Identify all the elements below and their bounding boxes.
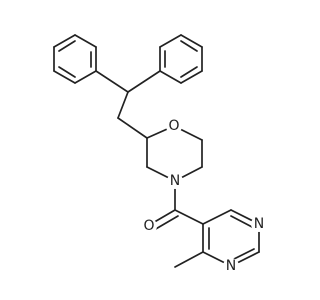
bond <box>180 34 203 48</box>
atom-nitrogen-pyrimidine-2: N <box>223 258 239 274</box>
atom-nitrogen-pyrimidine-1: N <box>251 216 267 232</box>
atom-label: O <box>168 118 179 134</box>
bond <box>74 70 97 84</box>
atom-oxygen-ring: O <box>166 118 182 134</box>
bond <box>159 34 182 48</box>
atom-label: O <box>143 218 154 234</box>
aromatic-inner-bond <box>180 66 198 78</box>
atom-labels: O N O N N <box>141 118 267 274</box>
carbonyl-double-bond <box>153 215 179 231</box>
atom-nitrogen-ring: N <box>167 173 183 189</box>
bond <box>74 34 97 48</box>
bond <box>127 70 161 93</box>
aromatic-inner-bond <box>58 40 76 52</box>
methyl-group <box>174 251 204 268</box>
bond <box>53 34 76 48</box>
structure-canvas: O N O N N <box>53 34 267 274</box>
bond <box>174 209 204 225</box>
atom-label: N <box>254 216 264 232</box>
aromatic-inner-bond <box>58 66 76 78</box>
phenyl-ring-left <box>53 34 97 84</box>
bond <box>174 251 204 268</box>
atom-oxygen-carbonyl: O <box>141 218 157 234</box>
bond <box>117 91 129 119</box>
atom-label: N <box>226 258 236 274</box>
bond <box>53 70 76 84</box>
molecule-diagram: O N O N N <box>53 34 267 274</box>
phenyl-ring-right <box>159 34 203 84</box>
aromatic-inner-bond <box>231 248 255 261</box>
bond <box>95 70 129 93</box>
bond <box>202 209 232 225</box>
aromatic-inner-bond <box>180 40 198 52</box>
bond <box>117 117 148 139</box>
aromatic-inner-bond <box>230 215 255 229</box>
bond <box>180 70 203 84</box>
bond <box>159 70 182 84</box>
diphenylethyl-linker <box>95 70 161 139</box>
atom-label: N <box>170 173 180 189</box>
